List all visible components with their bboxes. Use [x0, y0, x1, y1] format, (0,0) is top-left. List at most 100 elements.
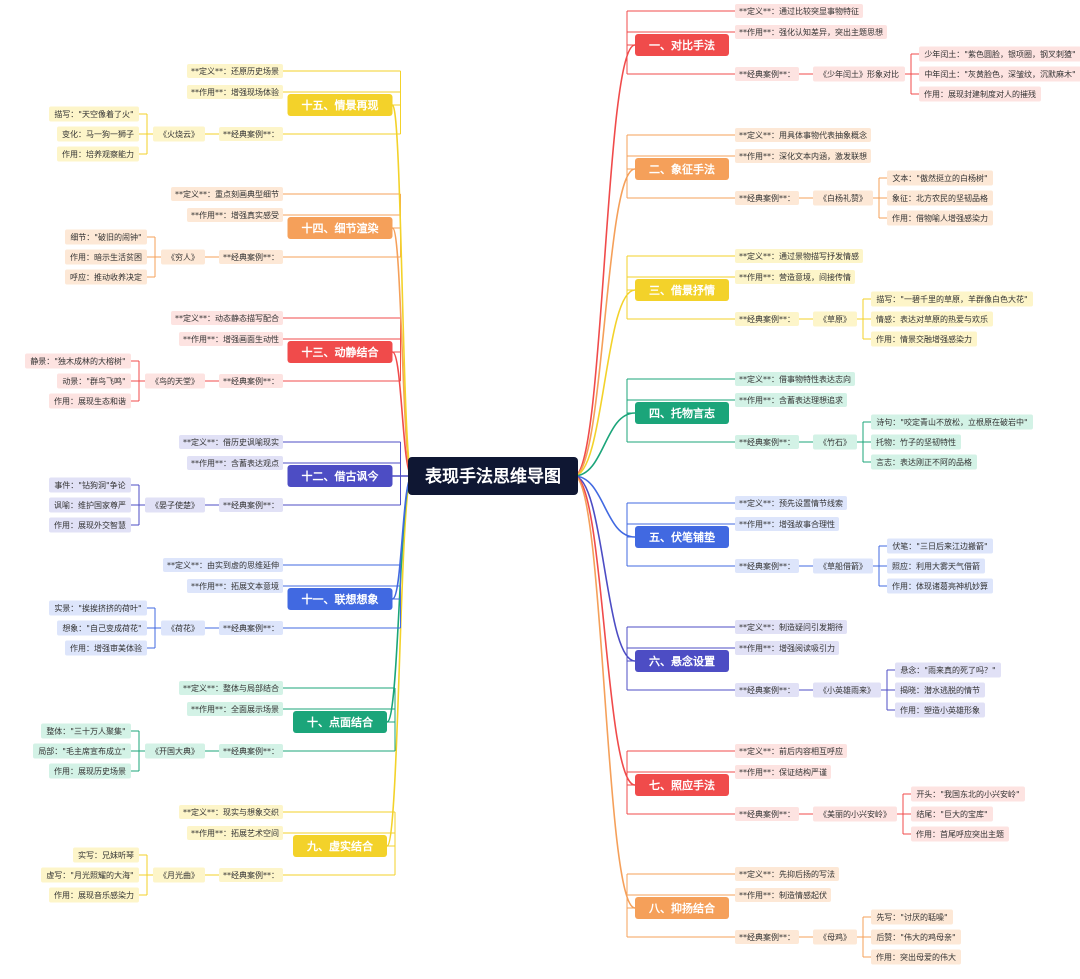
case-label-node[interactable]: **经典案例**： [219, 127, 283, 141]
definition-node[interactable]: **定义**：重点刻画典型细节 [171, 187, 283, 201]
detail-node[interactable]: 想象："自己变成荷花" [57, 620, 147, 636]
usage-node[interactable]: **作用**：增强阅读吸引力 [735, 641, 839, 655]
branch-node[interactable]: 九、虚实结合 [293, 835, 387, 857]
case-title-node[interactable]: 《少年闰土》形象对比 [813, 66, 905, 82]
detail-node[interactable]: 揭晓：潜水逃脱的情节 [895, 682, 985, 698]
usage-node[interactable]: **作用**：保证结构严谨 [735, 765, 831, 779]
detail-node[interactable]: 少年闰土："紫色圆脸，银项圈，钢叉刺猹" [919, 46, 1080, 62]
case-title-node[interactable]: 《荷花》 [161, 620, 205, 636]
branch-node[interactable]: 十三、动静结合 [287, 341, 393, 363]
case-label-node[interactable]: **经典案例**： [735, 683, 799, 697]
branch-node[interactable]: 三、借景抒情 [635, 279, 729, 301]
usage-node[interactable]: **作用**：增强故事合理性 [735, 517, 839, 531]
definition-node[interactable]: **定义**：由实到虚的思维延伸 [163, 558, 283, 572]
detail-node[interactable]: 作用：展现生态和谐 [49, 393, 131, 409]
detail-node[interactable]: 静景："独木成林的大榕树" [25, 353, 131, 369]
usage-node[interactable]: **作用**：含蓄表达观点 [187, 456, 283, 470]
detail-node[interactable]: 言志：表达刚正不阿的品格 [871, 454, 977, 470]
definition-node[interactable]: **定义**：用具体事物代表抽象概念 [735, 128, 871, 142]
usage-node[interactable]: **作用**：增强现场体验 [187, 85, 283, 99]
detail-node[interactable]: 中年闰土："灰黄脸色，深皱纹，沉默麻木" [919, 66, 1080, 82]
detail-node[interactable]: 作用：塑造小英雄形象 [895, 702, 985, 718]
case-label-node[interactable]: **经典案例**： [735, 435, 799, 449]
case-label-node[interactable]: **经典案例**： [735, 807, 799, 821]
usage-node[interactable]: **作用**：营造意境，间接传情 [735, 270, 855, 284]
definition-node[interactable]: **定义**：整体与局部结合 [179, 681, 283, 695]
case-label-node[interactable]: **经典案例**： [219, 250, 283, 264]
definition-node[interactable]: **定义**：动态静态描写配合 [171, 311, 283, 325]
case-title-node[interactable]: 《小英雄雨来》 [813, 682, 881, 698]
detail-node[interactable]: 局部："毛主席宣布成立" [33, 743, 131, 759]
detail-node[interactable]: 描写："一碧千里的草原，羊群像白色大花" [871, 291, 1033, 307]
definition-node[interactable]: **定义**：制造疑问引发期待 [735, 620, 847, 634]
definition-node[interactable]: **定义**：现实与想象交织 [179, 805, 283, 819]
case-label-node[interactable]: **经典案例**： [735, 312, 799, 326]
case-title-node[interactable]: 《白杨礼赞》 [813, 190, 873, 206]
detail-node[interactable]: 讽喻：维护国家尊严 [49, 497, 131, 513]
detail-node[interactable]: 伏笔："三日后来江边搬箭" [887, 538, 993, 554]
detail-node[interactable]: 文本："傲然挺立的白杨树" [887, 170, 993, 186]
case-title-node[interactable]: 《穷人》 [161, 249, 205, 265]
detail-node[interactable]: 作用：情景交融增强感染力 [871, 331, 977, 347]
detail-node[interactable]: 作用：体现诸葛亮神机妙算 [887, 578, 993, 594]
branch-node[interactable]: 十一、联想想象 [287, 588, 393, 610]
detail-node[interactable]: 变化：马一狗一狮子 [57, 126, 139, 142]
detail-node[interactable]: 实写：兄妹听琴 [73, 847, 139, 863]
detail-node[interactable]: 结尾："巨大的宝库" [911, 806, 993, 822]
detail-node[interactable]: 照应：利用大雾天气借箭 [887, 558, 985, 574]
detail-node[interactable]: 先写："讨厌的聒噪" [871, 909, 953, 925]
definition-node[interactable]: **定义**：预先设置情节线索 [735, 496, 847, 510]
detail-node[interactable]: 作用：增强审美体验 [65, 640, 147, 656]
branch-node[interactable]: 十五、情景再现 [287, 94, 393, 116]
detail-node[interactable]: 作用：突出母爱的伟大 [871, 949, 961, 965]
detail-node[interactable]: 作用：展现外交智慧 [49, 517, 131, 533]
detail-node[interactable]: 描写："天空像着了火" [49, 106, 139, 122]
detail-node[interactable]: 作用：培养观察能力 [57, 146, 139, 162]
detail-node[interactable]: 呼应：推动收养决定 [65, 269, 147, 285]
case-title-node[interactable]: 《月光曲》 [153, 867, 205, 883]
case-label-node[interactable]: **经典案例**： [219, 621, 283, 635]
branch-node[interactable]: 四、托物言志 [635, 402, 729, 424]
usage-node[interactable]: **作用**：强化认知差异，突出主题思想 [735, 25, 887, 39]
case-label-node[interactable]: **经典案例**： [735, 191, 799, 205]
detail-node[interactable]: 开头："我国东北的小兴安岭" [911, 786, 1025, 802]
detail-node[interactable]: 作用：首尾呼应突出主题 [911, 826, 1009, 842]
definition-node[interactable]: **定义**：借历史讽喻现实 [179, 435, 283, 449]
branch-node[interactable]: 八、抑扬结合 [635, 897, 729, 919]
branch-node[interactable]: 七、照应手法 [635, 774, 729, 796]
case-title-node[interactable]: 《草原》 [813, 311, 857, 327]
usage-node[interactable]: **作用**：拓展文本意境 [187, 579, 283, 593]
detail-node[interactable]: 作用：借物喻人增强感染力 [887, 210, 993, 226]
case-label-node[interactable]: **经典案例**： [219, 744, 283, 758]
branch-node[interactable]: 五、伏笔铺垫 [635, 526, 729, 548]
detail-node[interactable]: 后赞："伟大的鸡母亲" [871, 929, 961, 945]
usage-node[interactable]: **作用**：增强画面生动性 [179, 332, 283, 346]
usage-node[interactable]: **作用**：拓展艺术空间 [187, 826, 283, 840]
detail-node[interactable]: 诗句："咬定青山不放松，立根原在破岩中" [871, 414, 1033, 430]
definition-node[interactable]: **定义**：还原历史场景 [187, 64, 283, 78]
definition-node[interactable]: **定义**：通过比较突显事物特征 [735, 4, 863, 18]
case-label-node[interactable]: **经典案例**： [219, 498, 283, 512]
detail-node[interactable]: 事件："钻狗洞"争论 [49, 477, 131, 493]
detail-node[interactable]: 象征：北方农民的坚韧品格 [887, 190, 993, 206]
usage-node[interactable]: **作用**：增强真实感受 [187, 208, 283, 222]
branch-node[interactable]: 六、悬念设置 [635, 650, 729, 672]
detail-node[interactable]: 整体："三十万人聚集" [41, 723, 131, 739]
case-title-node[interactable]: 《母鸡》 [813, 929, 857, 945]
detail-node[interactable]: 作用：展现历史场景 [49, 763, 131, 779]
definition-node[interactable]: **定义**：先抑后扬的写法 [735, 867, 839, 881]
case-label-node[interactable]: **经典案例**： [735, 930, 799, 944]
definition-node[interactable]: **定义**：前后内容相互呼应 [735, 744, 847, 758]
case-label-node[interactable]: **经典案例**： [735, 559, 799, 573]
branch-node[interactable]: 十二、借古讽今 [287, 465, 393, 487]
case-title-node[interactable]: 《美丽的小兴安岭》 [813, 806, 897, 822]
detail-node[interactable]: 作用：展现音乐感染力 [49, 887, 139, 903]
branch-node[interactable]: 一、对比手法 [635, 34, 729, 56]
case-title-node[interactable]: 《开国大典》 [145, 743, 205, 759]
detail-node[interactable]: 情感：表达对草原的热爱与欢乐 [871, 311, 993, 327]
detail-node[interactable]: 实景："挨挨挤挤的荷叶" [49, 600, 147, 616]
case-title-node[interactable]: 《竹石》 [813, 434, 857, 450]
case-title-node[interactable]: 《草船借箭》 [813, 558, 873, 574]
branch-node[interactable]: 二、象征手法 [635, 158, 729, 180]
root-node[interactable]: 表现手法思维导图 [408, 457, 578, 495]
